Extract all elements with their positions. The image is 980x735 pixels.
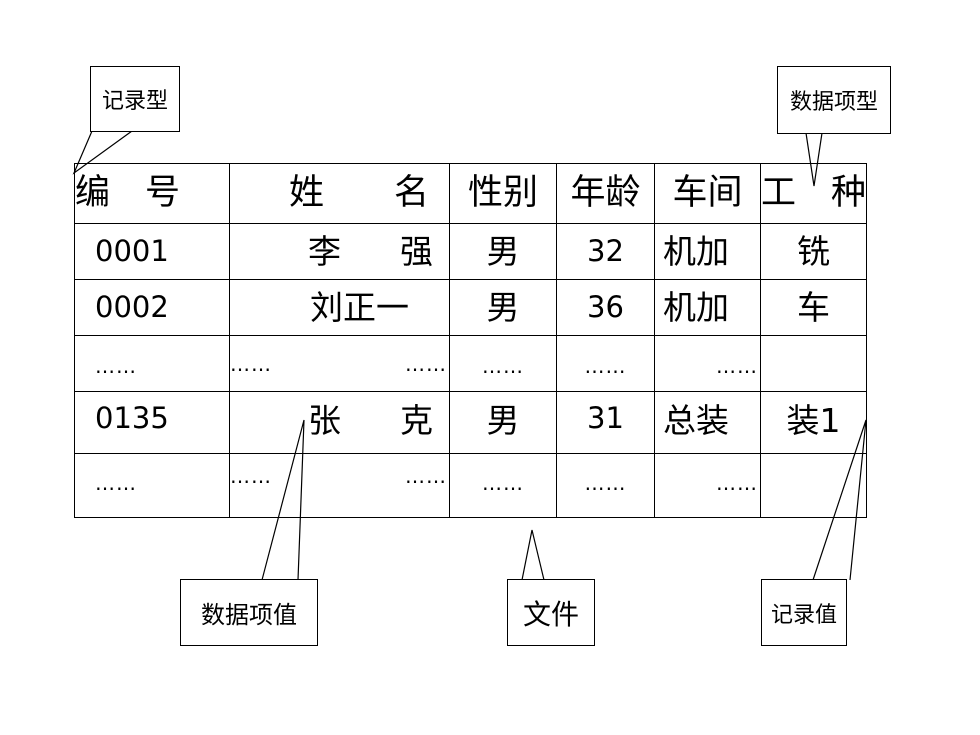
cell-gender: 男 xyxy=(449,279,557,336)
header-gender: 性别 xyxy=(449,163,557,224)
cell-age: …… xyxy=(556,335,655,392)
cell-job: 车 xyxy=(760,279,867,336)
cell-age: …… xyxy=(556,453,655,518)
cell-name: …… …… xyxy=(229,453,450,518)
name-part: …… xyxy=(230,464,272,488)
record-value-callout: 记录值 xyxy=(761,579,847,646)
name-part: 强 xyxy=(400,232,433,271)
file-callout: 文件 xyxy=(507,579,595,646)
cell-name: 刘正一 xyxy=(229,279,450,336)
cell-job: 装1 xyxy=(760,391,867,454)
cell-gender: 男 xyxy=(449,391,557,454)
header-name: 姓 名 xyxy=(229,163,450,224)
cell-name: 张 克 xyxy=(229,391,450,454)
header-id: 编 号 xyxy=(74,163,230,224)
cell-age: 36 xyxy=(556,279,655,336)
cell-gender: 男 xyxy=(449,223,557,280)
cell-gender: …… xyxy=(449,453,557,518)
cell-workshop: …… xyxy=(654,335,761,392)
cell-workshop: 机加 xyxy=(654,279,761,336)
cell-id: 0001 xyxy=(74,223,230,280)
cell-job xyxy=(760,453,867,518)
table-row: 0001 李 强 男 32 机加 铣 xyxy=(74,223,867,280)
table-row: …… …… …… …… …… …… xyxy=(74,335,867,392)
cell-workshop: 机加 xyxy=(654,223,761,280)
cell-job xyxy=(760,335,867,392)
name-part: …… xyxy=(230,351,272,376)
header-workshop: 车间 xyxy=(654,163,761,224)
cell-age: 31 xyxy=(556,391,655,454)
cell-workshop: …… xyxy=(654,453,761,518)
name-part: 克 xyxy=(400,401,433,440)
record-table: 编 号 姓 名 性别 年龄 车间 工 种 0001 李 强 男 32 机加 铣 … xyxy=(74,163,867,518)
cell-id: …… xyxy=(74,335,230,392)
data-item-type-callout: 数据项型 xyxy=(777,66,891,134)
header-age: 年龄 xyxy=(556,163,655,224)
file-pointer xyxy=(521,529,545,581)
cell-id: 0002 xyxy=(74,279,230,336)
cell-name: 李 强 xyxy=(229,223,450,280)
record-type-callout: 记录型 xyxy=(90,66,180,132)
table-row: 0135 张 克 男 31 总装 装1 xyxy=(74,391,867,454)
name-part: 张 xyxy=(308,401,341,440)
name-part: …… xyxy=(405,351,447,376)
data-item-value-callout: 数据项值 xyxy=(180,579,318,646)
cell-id: …… xyxy=(74,453,230,518)
name-part: 李 xyxy=(308,232,341,271)
name-part: …… xyxy=(405,464,447,488)
header-job: 工 种 xyxy=(760,163,867,224)
header-row: 编 号 姓 名 性别 年龄 车间 工 种 xyxy=(74,163,867,224)
cell-job: 铣 xyxy=(760,223,867,280)
cell-workshop: 总装 xyxy=(654,391,761,454)
table-row: 0002 刘正一 男 36 机加 车 xyxy=(74,279,867,336)
cell-name: …… …… xyxy=(229,335,450,392)
cell-age: 32 xyxy=(556,223,655,280)
table-row: …… …… …… …… …… …… xyxy=(74,453,867,518)
cell-id: 0135 xyxy=(74,391,230,454)
cell-gender: …… xyxy=(449,335,557,392)
